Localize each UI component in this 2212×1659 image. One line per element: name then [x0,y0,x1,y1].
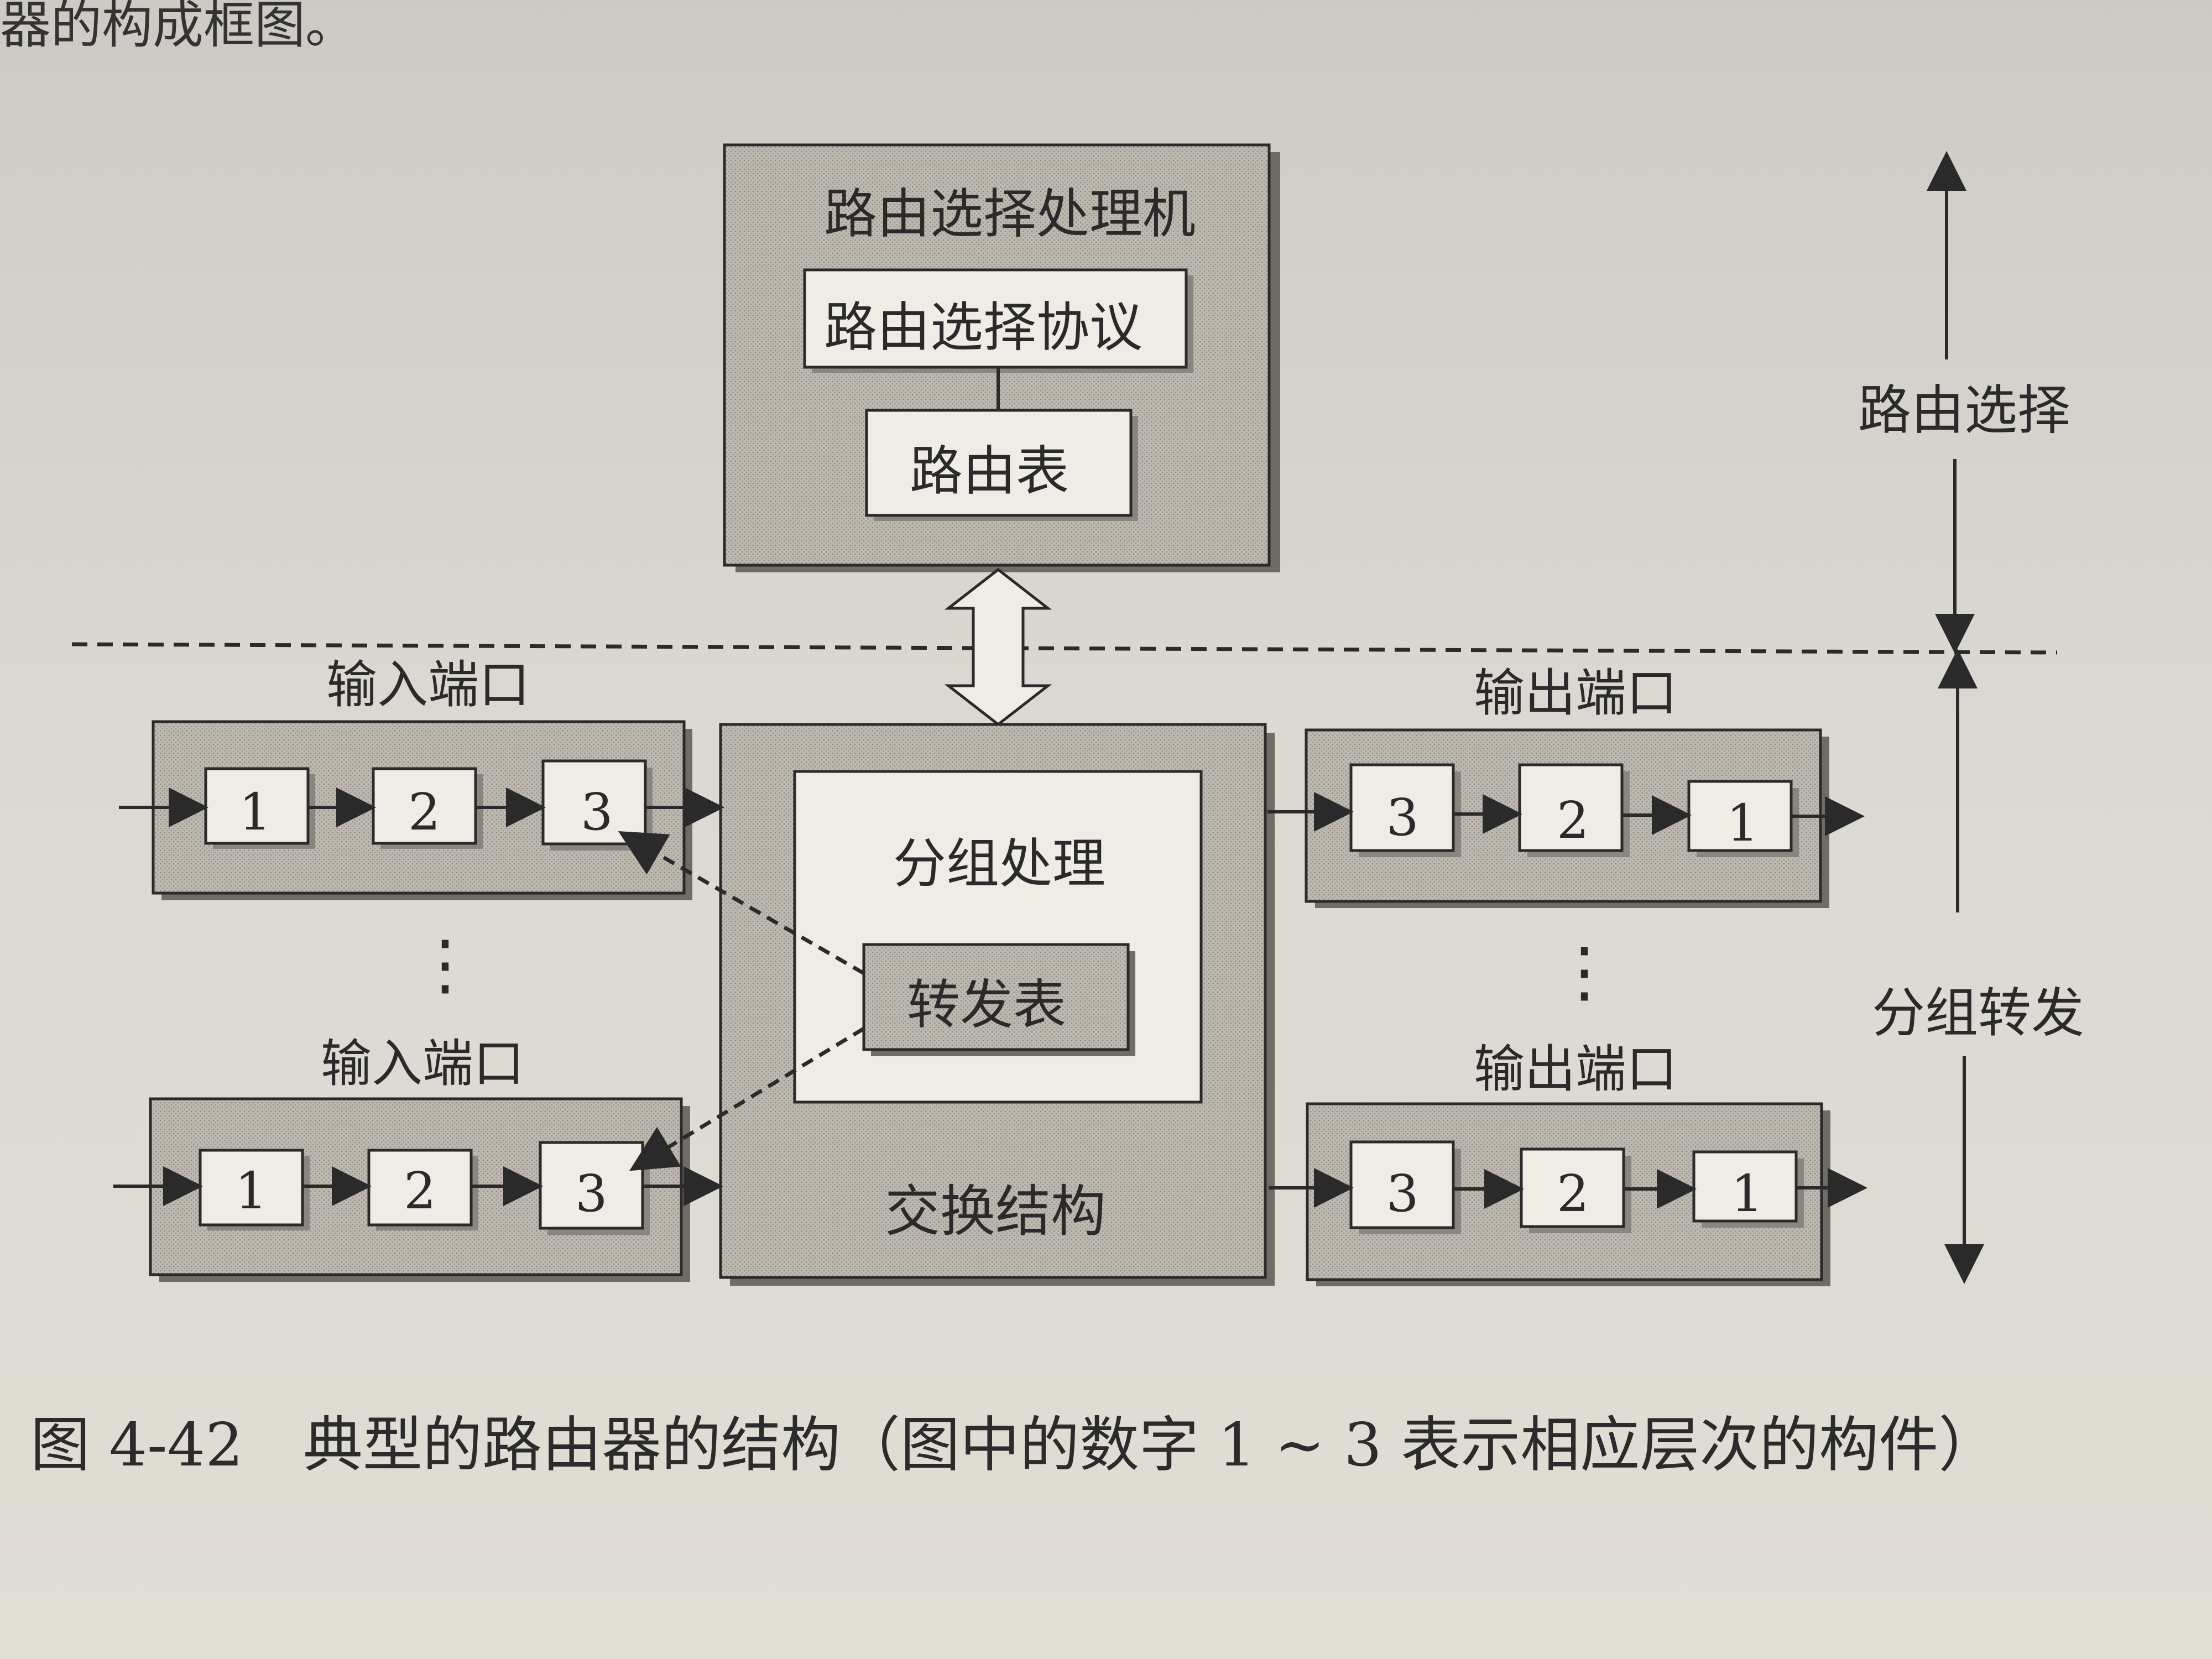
side-label-routing: 路由选择 [1858,379,2070,441]
routing-processor-title: 路由选择处理机 [824,183,1196,245]
figure-caption: 图 4-42 典型的路由器的结构（图中的数字 1 ~ 3 表示相应层次的构件） [30,1411,1999,1480]
input-top-layer-3-box [541,759,647,846]
output-top-layer-3: 3 [1386,788,1419,847]
output-top-layer-1: 1 [1726,794,1759,853]
input-bottom-layer-1: 1 [235,1161,268,1220]
forwarding-table-box [862,943,1130,1051]
input-ellipsis: ⋮ [412,926,478,1003]
packet-processing-label: 分组处理 [893,833,1105,895]
input-bottom-layer-2: 2 [404,1161,436,1220]
input-top-layer-2: 2 [408,782,441,842]
input-top-layer-1: 1 [239,782,272,842]
input-bottom-layer-3: 3 [575,1164,608,1223]
output-port-top-label: 输出端口 [1474,664,1677,723]
output-bottom-layer-2: 2 [1557,1164,1589,1223]
routing-protocol-label: 路由选择协议 [824,296,1142,358]
switch-fabric-box [719,723,1275,1286]
input-port-bottom-label: 输入端口 [321,1034,524,1093]
switch-fabric-title: 交换结构 [885,1179,1106,1244]
output-bottom-layer-3: 3 [1386,1164,1419,1223]
input-top-layer-3: 3 [581,782,613,842]
top-text-fragment: 器的构成框图。 [0,0,357,55]
output-bottom-layer-2-box [1520,1147,1625,1228]
forwarding-table-label: 转发表 [907,974,1066,1036]
output-port-bottom-label: 输出端口 [1474,1040,1677,1099]
output-bottom-layer-3-box [1349,1140,1455,1229]
output-port-top [1267,728,1865,908]
output-ellipsis: ⋮ [1551,933,1618,1010]
output-top-layer-2: 2 [1557,791,1589,850]
output-top-layer-2-box [1518,763,1624,852]
input-port-top-label: 输入端口 [326,655,530,714]
routing-processor-box [723,143,1280,572]
output-bottom-layer-1: 1 [1731,1164,1764,1223]
input-port-top [119,720,724,900]
routing-protocol-box [803,268,1188,369]
forwarding-to-input-bottom-dashed [629,1027,865,1171]
input-port-bottom [113,1097,723,1282]
output-bottom-layer-1-box [1692,1150,1798,1223]
input-bottom-layer-1-box [199,1149,304,1227]
output-port-bottom [1269,1102,1867,1286]
output-top-layer-1-box [1687,780,1793,852]
side-label-forwarding: 分组转发 [1872,982,2084,1044]
routing-forwarding-separator [71,642,2058,655]
input-bottom-layer-2-box [367,1149,473,1227]
input-top-layer-2-box [372,767,477,845]
routing-table-label: 路由表 [910,440,1069,502]
routing-table-box [865,409,1133,517]
output-top-layer-3-box [1349,763,1455,852]
forwarding-to-input-top-dashed [618,831,865,975]
